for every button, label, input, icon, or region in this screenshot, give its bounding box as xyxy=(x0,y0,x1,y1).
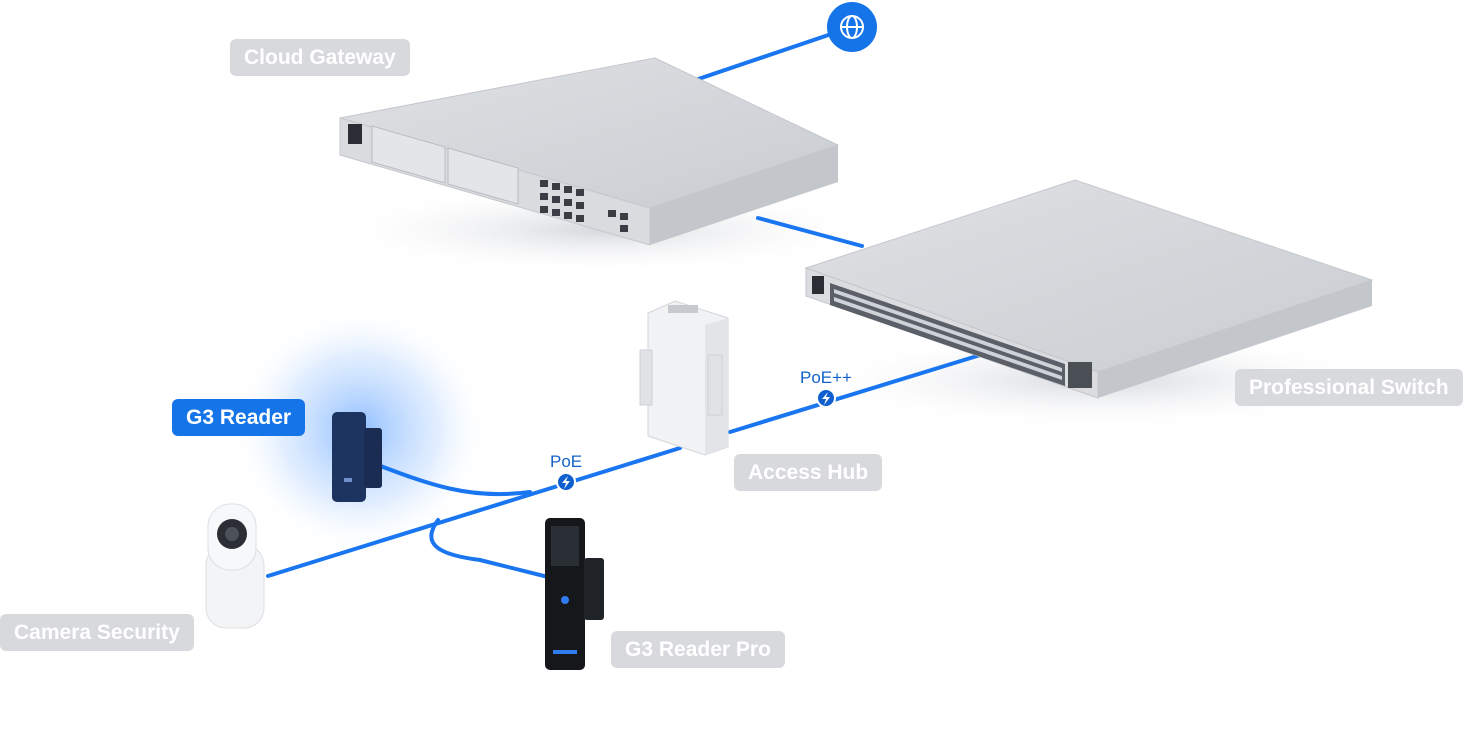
globe-icon[interactable] xyxy=(827,2,877,52)
poe-label: PoE xyxy=(550,452,582,471)
camera-security-label[interactable]: Camera Security xyxy=(0,614,194,651)
camera-security-device[interactable] xyxy=(205,503,265,629)
g3-reader-pro-device[interactable] xyxy=(545,518,604,670)
g3-reader-pro-label[interactable]: G3 Reader Pro xyxy=(611,631,785,668)
g3-reader-device[interactable] xyxy=(332,412,382,502)
bolt-icon xyxy=(556,472,576,492)
poe-plus-label: PoE++ xyxy=(800,368,852,387)
cable-g3-reader-pro xyxy=(429,518,562,582)
cable-switch-hub xyxy=(728,350,992,434)
cables xyxy=(266,25,992,582)
access-hub-label[interactable]: Access Hub xyxy=(734,454,883,491)
access-hub-device[interactable] xyxy=(639,300,729,456)
cable-hub-camera xyxy=(266,446,682,578)
bolt-icon xyxy=(816,388,836,408)
g3-reader-label[interactable]: G3 Reader xyxy=(172,399,306,436)
cable-gateway-switch xyxy=(756,216,864,248)
professional-switch-device[interactable] xyxy=(804,179,1374,399)
professional-switch-label[interactable]: Professional Switch xyxy=(1235,369,1463,406)
cloud-gateway-device[interactable] xyxy=(339,57,840,246)
cloud-gateway-label[interactable]: Cloud Gateway xyxy=(230,39,410,76)
cable-g3-reader xyxy=(368,460,532,497)
